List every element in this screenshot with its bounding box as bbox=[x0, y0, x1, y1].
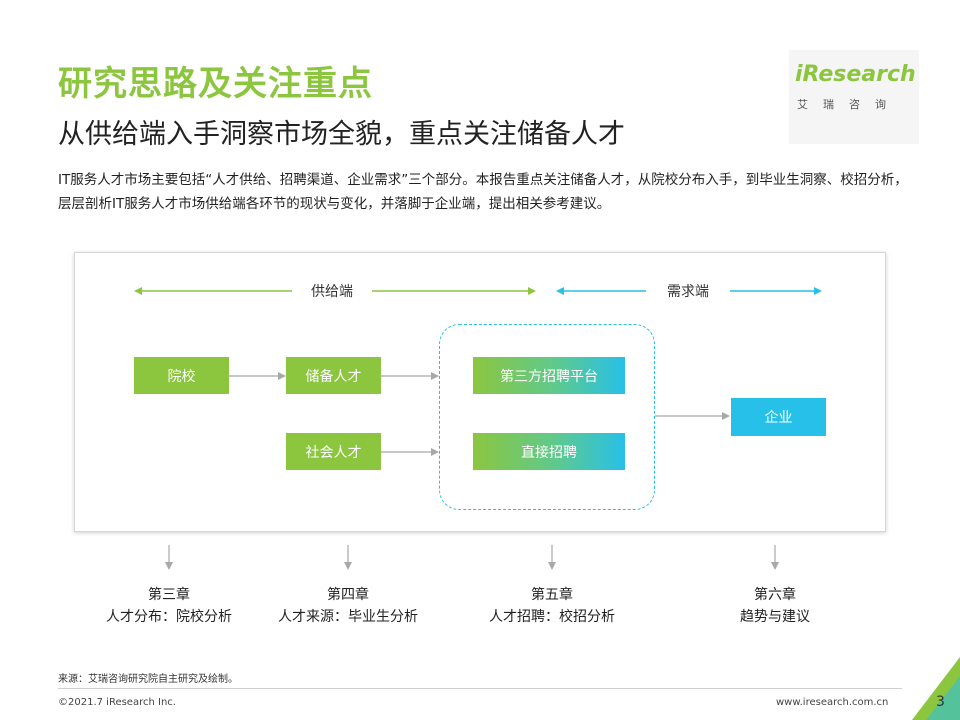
chapter-topic: 趋势与建议 bbox=[740, 609, 810, 625]
chapter-topic: 人才来源：毕业生分析 bbox=[278, 609, 418, 625]
node-direct-recruitment: 直接招聘 bbox=[473, 433, 625, 470]
demand-side-label: 需求端 bbox=[665, 281, 711, 301]
chapter-number: 第六章 bbox=[754, 587, 796, 603]
intro-paragraph: IT服务人才市场主要包括“人才供给、招聘渠道、企业需求”三个部分。本报告重点关注… bbox=[58, 172, 908, 212]
page-subtitle: 从供给端入手洞察市场全貌，重点关注储备人才 bbox=[58, 119, 625, 150]
chapter-4: 第四章 人才来源：毕业生分析 bbox=[263, 584, 433, 628]
page-title: 研究思路及关注重点 bbox=[58, 64, 373, 104]
node-school: 院校 bbox=[134, 357, 229, 394]
supply-side-label: 供给端 bbox=[309, 281, 355, 301]
iresearch-logo: iResearch 艾瑞咨询 bbox=[789, 50, 919, 144]
corner-decoration-accent bbox=[926, 676, 960, 720]
chapter-number: 第三章 bbox=[148, 587, 190, 603]
node-social-talent: 社会人才 bbox=[286, 433, 381, 470]
recruit-channel-group bbox=[439, 324, 655, 510]
chapter-topic: 人才招聘：校招分析 bbox=[489, 609, 615, 625]
chapter-6: 第六章 趋势与建议 bbox=[695, 584, 855, 628]
copyright: ©2021.7 iResearch Inc. bbox=[58, 697, 176, 708]
page-number: 3 bbox=[936, 694, 945, 710]
node-third-party-platform: 第三方招聘平台 bbox=[473, 357, 625, 394]
chapter-number: 第五章 bbox=[531, 587, 573, 603]
logo-brand: iResearch bbox=[795, 62, 916, 87]
node-reserve-talent: 储备人才 bbox=[286, 357, 381, 394]
chapter-number: 第四章 bbox=[327, 587, 369, 603]
chapter-topic: 人才分布：院校分析 bbox=[106, 609, 232, 625]
logo-cn-name: 艾瑞咨询 bbox=[797, 98, 901, 111]
chapter-5: 第五章 人才招聘：校招分析 bbox=[472, 584, 632, 628]
node-enterprise: 企业 bbox=[731, 398, 826, 436]
website-url[interactable]: www.iresearch.com.cn bbox=[776, 697, 889, 708]
source-note: 来源：艾瑞咨询研究院自主研究及绘制。 bbox=[58, 674, 238, 685]
footer-divider bbox=[58, 688, 902, 689]
chapter-3: 第三章 人才分布：院校分析 bbox=[89, 584, 249, 628]
